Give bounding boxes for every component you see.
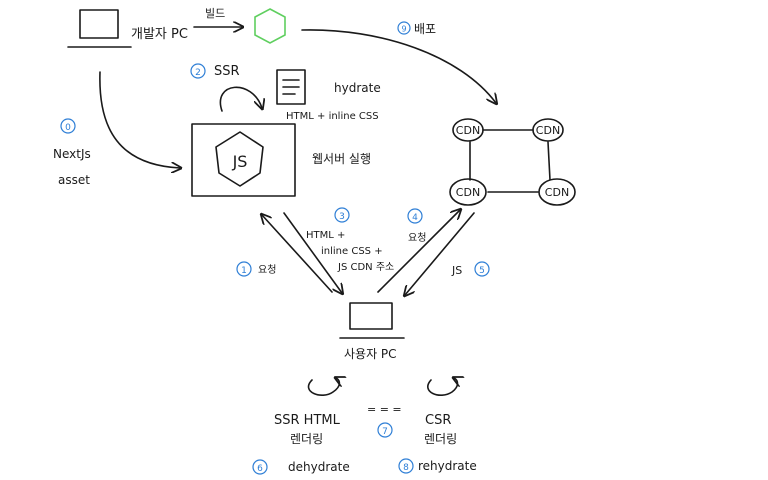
step-number-2: 2: [195, 68, 201, 78]
deploy-label: 배포: [414, 22, 436, 36]
cdn-node-label: CDN: [545, 186, 569, 199]
csr-label: CSR: [425, 413, 451, 428]
server-response-line-1: HTML +: [306, 230, 345, 241]
cdn-node: [452, 118, 484, 142]
web-server-run-label: 웹서버 실행: [312, 151, 371, 166]
cdn-network: CDN CDN CDN CDN: [449, 118, 576, 206]
user-pc-label: 사용자 PC: [344, 347, 397, 361]
cdn-node-label: CDN: [456, 186, 480, 199]
cdn-node: [449, 178, 487, 206]
step-badge-5: [474, 261, 490, 277]
server-response-line-3: JS CDN 주소: [337, 261, 394, 273]
server-request-label: 요청: [258, 264, 276, 276]
ssr-html-label: SSR HTML: [274, 413, 341, 428]
cdn-request-arrow: [377, 210, 460, 293]
js-hexagon-icon: [215, 131, 264, 187]
dehydrate-label: dehydrate: [288, 460, 350, 474]
step-badge-8: [398, 458, 414, 474]
html-inline-css-label: HTML + inline CSS: [286, 111, 379, 122]
equal-sign-label: = = =: [367, 403, 402, 416]
asset-label: asset: [58, 173, 90, 187]
step-number-8: 8: [403, 463, 409, 473]
step-badge-7: [377, 422, 393, 438]
cdn-node: [538, 178, 576, 206]
cdn-node: [532, 118, 564, 142]
deploy-arrow: [301, 29, 496, 103]
developer-pc-label: 개발자 PC: [131, 27, 188, 42]
server-response-arrow: [283, 212, 342, 293]
step-number-4: 4: [412, 213, 418, 223]
ssr-rendering-label: 렌더링: [290, 432, 323, 446]
server-response-line-2: inline CSS +: [321, 246, 383, 257]
developer-laptop-icon: [67, 9, 132, 48]
csr-rendering-label: 렌더링: [424, 432, 457, 446]
bundle-hexagon-icon: [254, 8, 286, 44]
step-badge-6: [252, 459, 268, 475]
cdn-node-label: CDN: [456, 124, 480, 137]
hydrate-label: hydrate: [334, 81, 381, 95]
cdn-response-label: JS: [451, 264, 462, 277]
step-badge-9: [397, 21, 411, 35]
step-badge-1: [236, 261, 252, 277]
ssr-render-loop-arrow: [307, 378, 340, 396]
rehydrate-label: rehydrate: [418, 459, 477, 473]
cdn-request-label: 요청: [408, 232, 426, 244]
server-request-arrow: [262, 215, 333, 293]
web-server-box: [191, 123, 296, 197]
csr-render-loop-arrow: [427, 378, 458, 396]
step-badge-3: [334, 207, 350, 223]
step-badge-4: [407, 208, 423, 224]
step-badge-0: [60, 118, 76, 134]
asset-arrow: [99, 71, 180, 168]
js-label: JS: [232, 152, 248, 171]
build-label: 빌드: [205, 7, 225, 20]
user-laptop-icon: [339, 302, 405, 339]
cdn-node-label: CDN: [536, 124, 560, 137]
step-number-3: 3: [339, 212, 345, 222]
cdn-response-arrow: [405, 212, 475, 295]
step-number-5: 5: [479, 266, 485, 276]
step-number-6: 6: [257, 464, 263, 474]
ssr-label: SSR: [214, 64, 240, 79]
step-number-7: 7: [382, 427, 388, 437]
document-icon: [276, 69, 306, 105]
step-number-1: 1: [241, 266, 247, 276]
step-badge-2: [190, 63, 206, 79]
nextjs-label: NextJs: [53, 147, 91, 161]
ssr-loop-arrow: [219, 86, 262, 111]
step-number-0: 0: [65, 123, 71, 133]
step-number-9: 9: [401, 25, 406, 34]
